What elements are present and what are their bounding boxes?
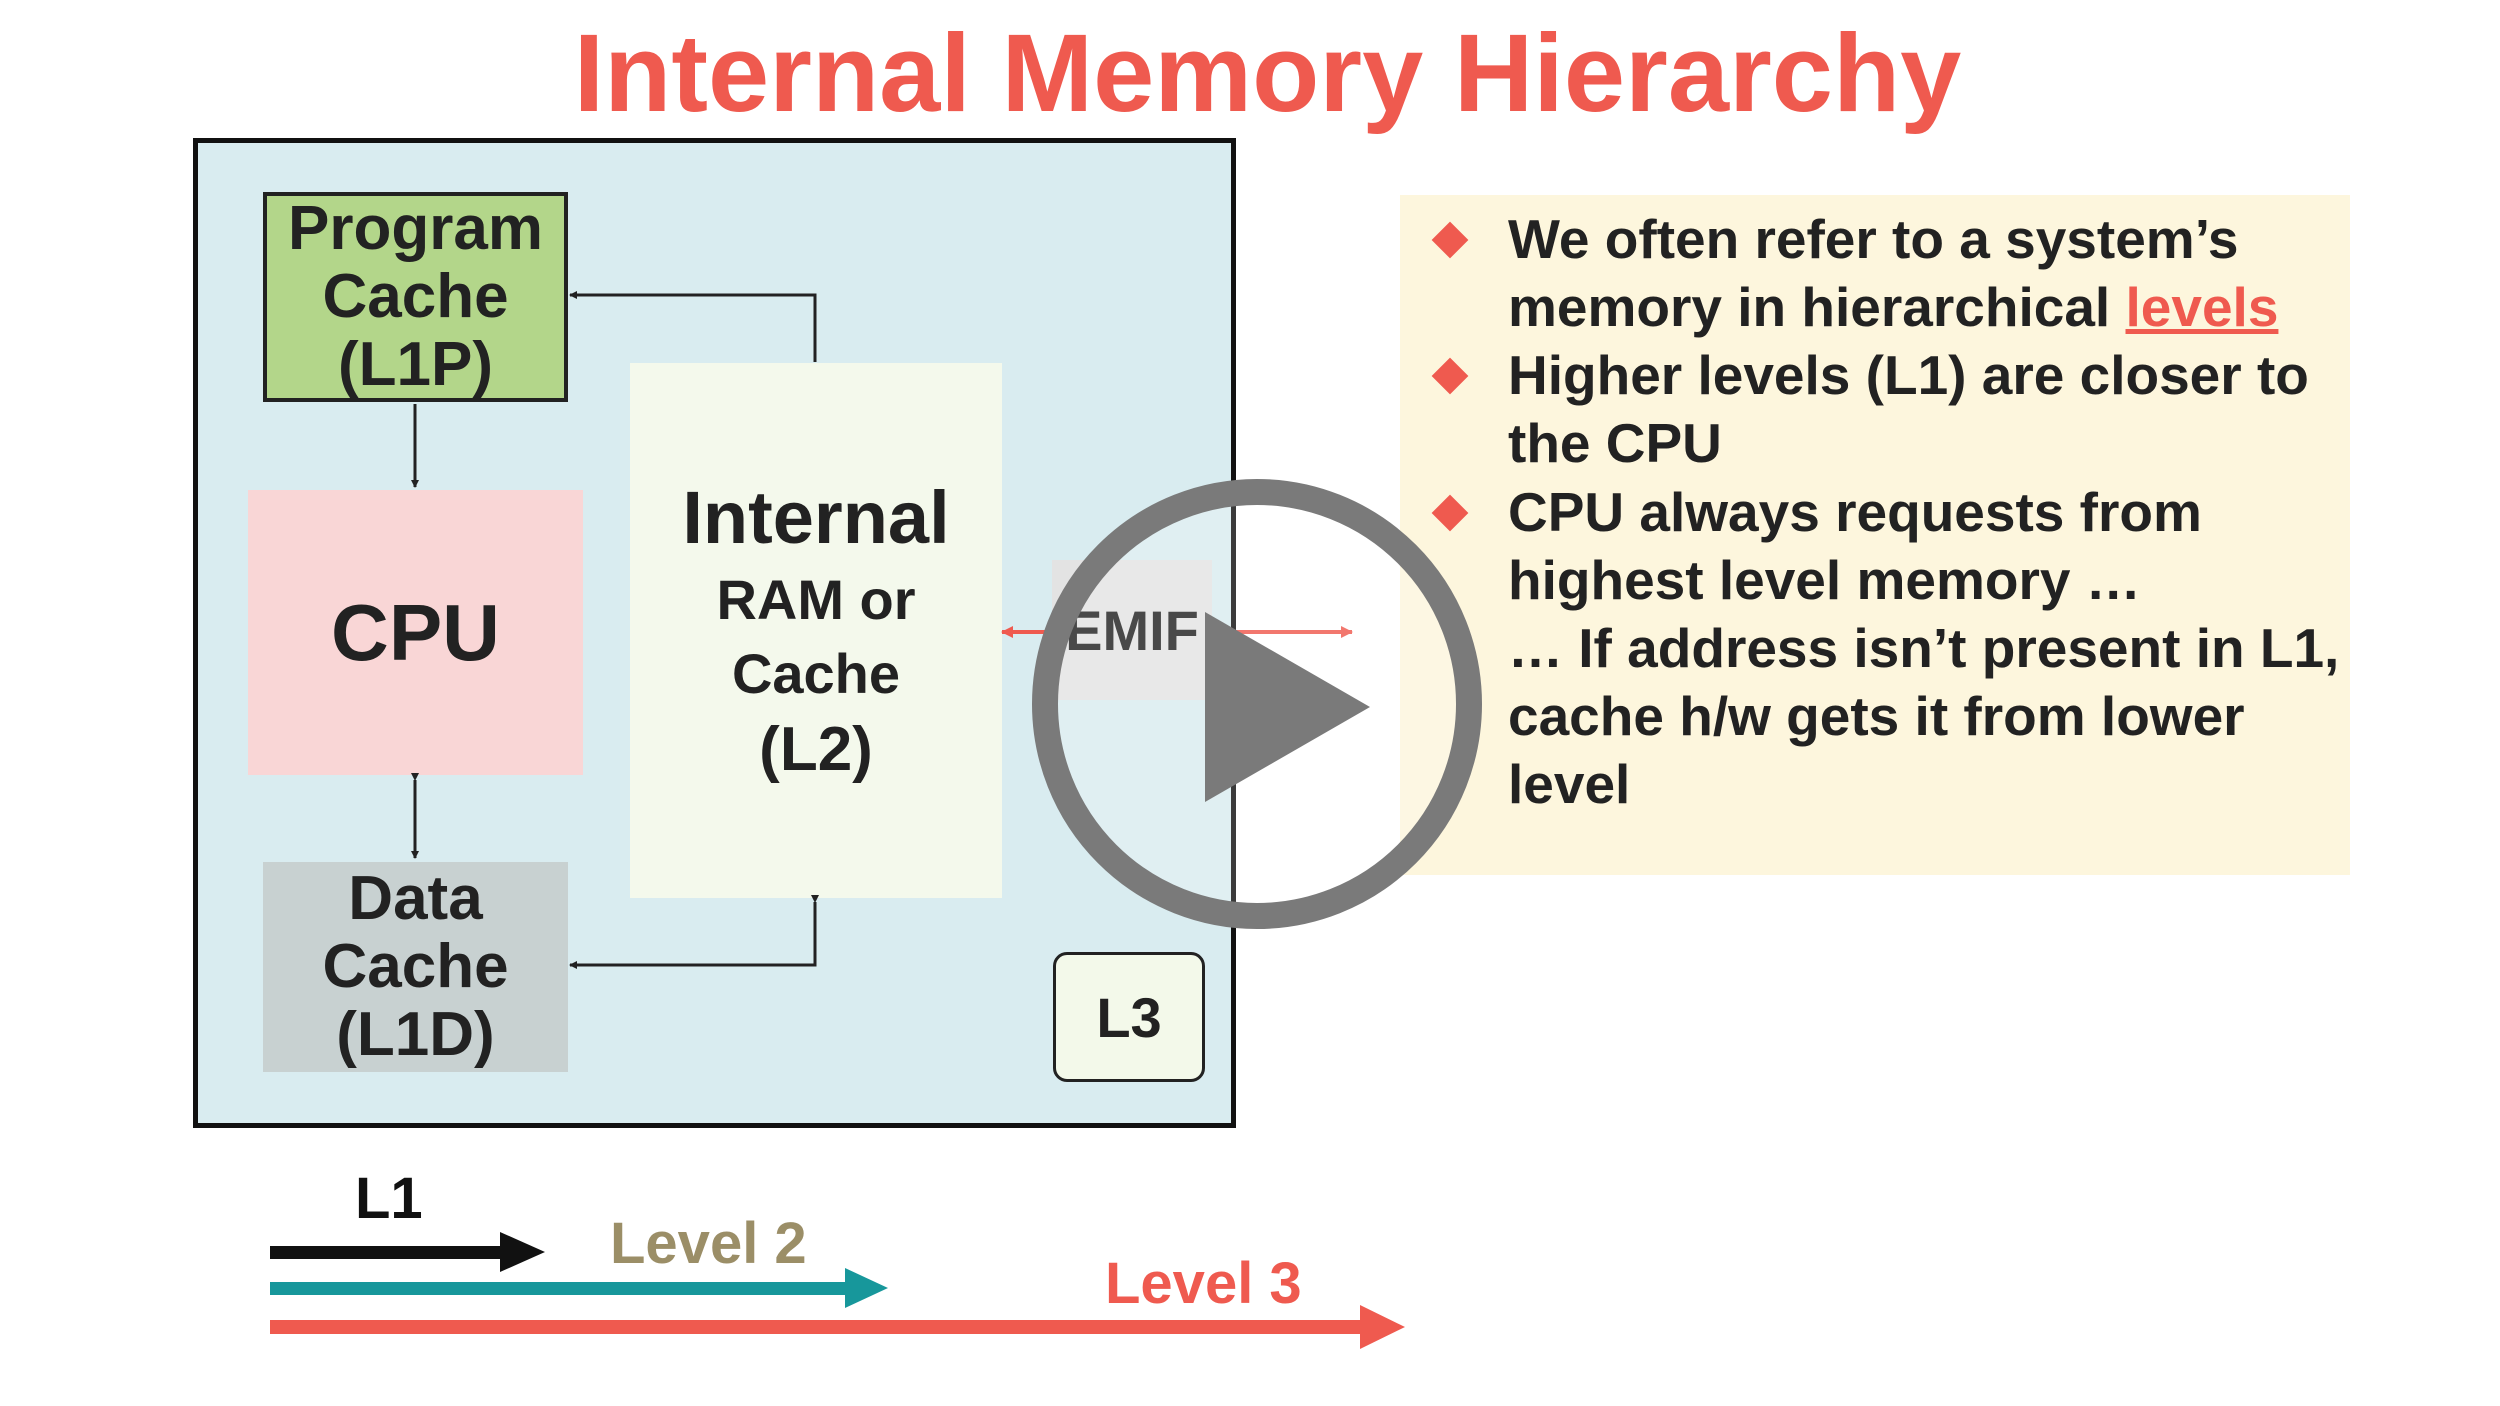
level-3-label: Level 3 <box>1105 1251 1302 1316</box>
l2-to-l1d-arrow <box>569 895 819 969</box>
bullet-2-line-2: the CPU <box>1508 412 1722 474</box>
bullet-1-line-1: We often refer to a system’s <box>1508 208 2239 270</box>
cpu-label: CPU <box>331 587 500 677</box>
levels-link[interactable]: levels <box>2125 276 2279 338</box>
internal-l2-label: (L2) <box>759 714 873 784</box>
program-cache-line-3: (L1P) <box>338 330 493 399</box>
bullet-2: Higher levels (L1) are closer to the CPU <box>1508 341 2309 477</box>
level-2-arrow <box>270 1268 888 1308</box>
l3-box: L3 <box>1053 952 1205 1082</box>
bullet-2-line-1: Higher levels (L1) are closer to <box>1508 344 2309 406</box>
level-l1-label: L1 <box>355 1166 423 1231</box>
l2-to-l1p-arrow <box>569 291 817 362</box>
data-cache-box: Data Cache (L1D) <box>263 862 568 1072</box>
bullet-3-line-1: CPU always requests from <box>1508 481 2202 543</box>
play-button-icon[interactable] <box>1025 472 1490 937</box>
bullet-panel: We often refer to a system’s memory in h… <box>1400 195 2350 875</box>
internal-label: Internal <box>682 475 950 559</box>
data-cache-line-3: (L1D) <box>336 1000 495 1069</box>
program-cache-line-2: Cache <box>322 262 509 331</box>
bullet-3-line-3: … If address isn’t present in L1, <box>1508 617 2340 679</box>
internal-ram-label: RAM or Cache <box>716 567 916 705</box>
emif-label: EMIF <box>1065 598 1199 663</box>
program-cache-box: Program Cache (L1P) <box>263 192 568 402</box>
bullet-3-line-2: highest level memory … <box>1508 549 2141 611</box>
bullet-1: We often refer to a system’s memory in h… <box>1508 205 2278 341</box>
bullet-3: CPU always requests from highest level m… <box>1508 478 2350 818</box>
level-2-label: Level 2 <box>610 1211 807 1276</box>
bullet-3-line-4: cache h/w gets it from lower level <box>1508 685 2245 815</box>
data-cache-line-2: Cache <box>322 932 509 1001</box>
internal-l2-box: Internal RAM or Cache (L2) <box>630 363 1002 898</box>
level-l1-arrow <box>270 1232 545 1272</box>
bullet-1-line-2: memory in hierarchical levels <box>1508 273 2278 341</box>
bullet-1-line-2-text: memory in hierarchical <box>1508 276 2126 338</box>
slide-title: Internal Memory Hierarchy <box>573 12 1962 135</box>
level-3-arrow <box>270 1305 1405 1349</box>
l3-label: L3 <box>1096 985 1162 1049</box>
cpu-box: CPU <box>248 490 583 775</box>
data-cache-line-1: Data <box>348 864 483 933</box>
program-cache-line-1: Program <box>288 194 543 263</box>
